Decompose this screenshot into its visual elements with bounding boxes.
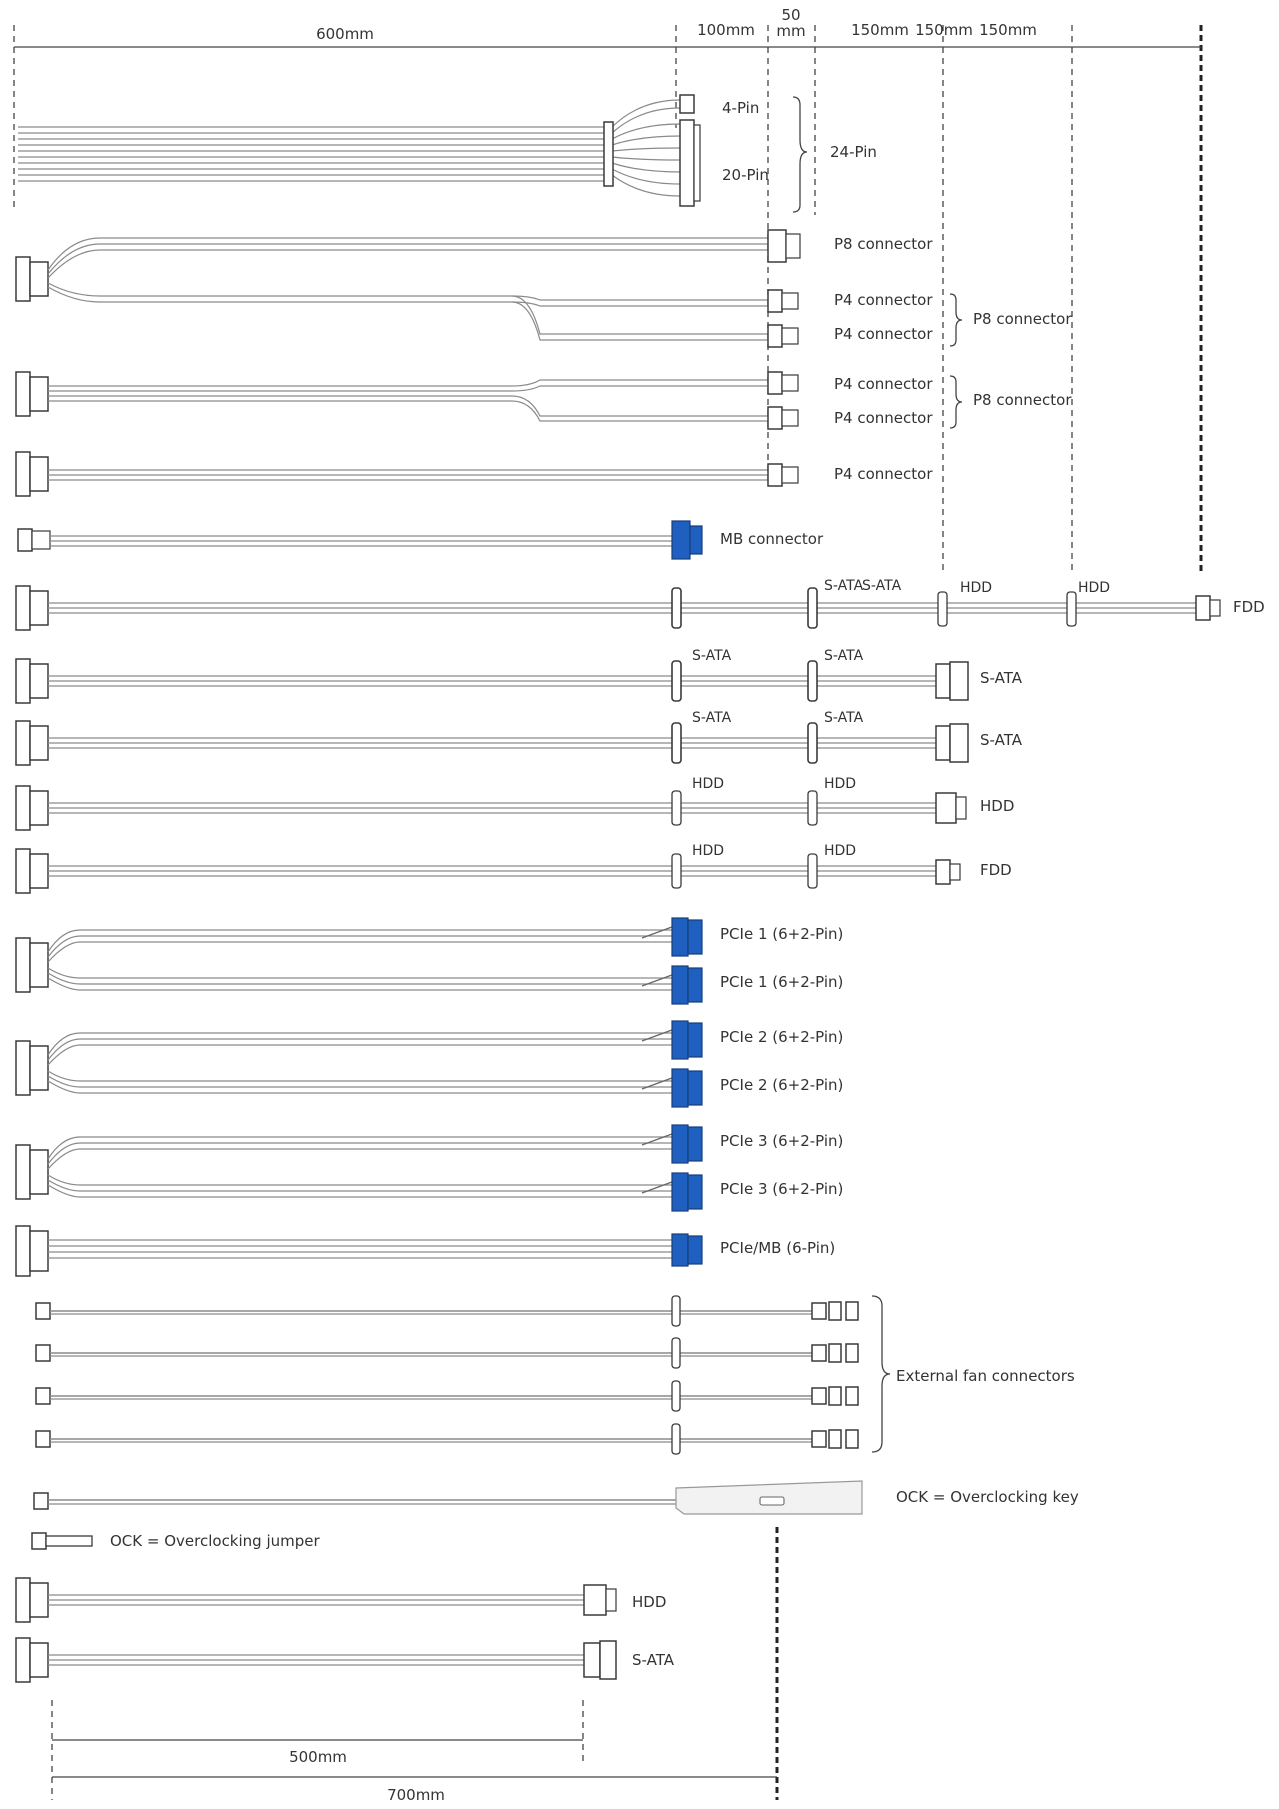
peripheral-cable-1 — [15, 585, 1221, 631]
label-p5-end: FDD — [980, 861, 1012, 879]
cpu-cable-2 — [15, 371, 963, 430]
peripheral-cable-2 — [15, 658, 969, 704]
dim-150-b: 150mm — [915, 21, 973, 39]
label-bottom-hdd: HDD — [632, 1593, 666, 1611]
label-p1-c3: HDD — [960, 580, 992, 596]
cpu-cable-1 — [15, 229, 963, 348]
label-mb-connector: MB connector — [720, 530, 824, 548]
label-pcie-3b: PCIe 3 (6+2-Pin) — [720, 1180, 843, 1198]
label-p8-group-b: P8 connector — [973, 391, 1072, 409]
peripheral-cable-3 — [15, 720, 969, 766]
label-pcie-mb-6pin: PCIe/MB (6-Pin) — [720, 1239, 835, 1257]
label-p1-c1: S-ATA — [824, 578, 864, 594]
label-4pin: 4-Pin — [722, 99, 759, 117]
label-pcie-1a: PCIe 1 (6+2-Pin) — [720, 925, 843, 943]
label-pcie-1b: PCIe 1 (6+2-Pin) — [720, 973, 843, 991]
pcie-cable-1 — [15, 917, 703, 1005]
label-p2-c2: S-ATA — [824, 648, 864, 664]
label-p4-d: P4 connector — [834, 409, 933, 427]
peripheral-cable-5 — [15, 848, 961, 894]
dim-500: 500mm — [289, 1748, 347, 1766]
label-p3-end: S-ATA — [980, 731, 1023, 749]
peripheral-cable-4 — [15, 785, 967, 831]
cpu-cable-3 — [15, 451, 799, 497]
atx-24pin-cable — [18, 94, 808, 213]
label-24pin: 24-Pin — [830, 143, 877, 161]
label-p3-c1: S-ATA — [692, 710, 732, 726]
label-p8-cpu1: P8 connector — [834, 235, 933, 253]
label-p4row-c1: HDD — [692, 776, 724, 792]
dim-700: 700mm — [387, 1786, 445, 1804]
dim-50-bottom: mm — [776, 22, 805, 40]
label-pcie-3a: PCIe 3 (6+2-Pin) — [720, 1132, 843, 1150]
ock-cable — [33, 1480, 863, 1515]
pcie-cable-3 — [15, 1124, 703, 1212]
dim-600: 600mm — [316, 25, 374, 43]
label-fan-connectors: External fan connectors — [896, 1367, 1075, 1385]
label-p3-c2: S-ATA — [824, 710, 864, 726]
label-p1-c4: HDD — [1078, 580, 1110, 596]
dim-150-c: 150mm — [979, 21, 1037, 39]
bottom-dimension-lines — [52, 1739, 777, 1778]
label-ock-jumper: OCK = Overclocking jumper — [110, 1532, 320, 1550]
pcie-mb-6pin-cable — [15, 1225, 703, 1277]
label-p4row-c2: HDD — [824, 776, 856, 792]
label-p5-c1: HDD — [692, 843, 724, 859]
bottom-cable-sata — [15, 1637, 617, 1683]
pcie-cable-2 — [15, 1020, 703, 1108]
bottom-guide-lines — [51, 1700, 584, 1800]
label-p4-b: P4 connector — [834, 325, 933, 343]
fan-cables — [35, 1295, 891, 1455]
label-bottom-sata: S-ATA — [632, 1651, 675, 1669]
dim-50-top: 50 — [781, 6, 800, 24]
end-guide-lines — [775, 25, 1203, 1800]
label-p8-group-a: P8 connector — [973, 310, 1072, 328]
label-p4row-end: HDD — [980, 797, 1014, 815]
label-p1-end: FDD — [1233, 598, 1265, 616]
label-p4-a: P4 connector — [834, 291, 933, 309]
label-p2-c1: S-ATA — [692, 648, 732, 664]
dim-150-a: 150mm — [851, 21, 909, 39]
ock-jumper — [31, 1532, 93, 1550]
label-pcie-2a: PCIe 2 (6+2-Pin) — [720, 1028, 843, 1046]
mb-cable — [17, 520, 703, 560]
label-ock-key: OCK = Overclocking key — [896, 1488, 1079, 1506]
guide-lines — [13, 25, 1073, 570]
dim-100: 100mm — [697, 21, 755, 39]
label-p1-c2: S-ATA — [862, 578, 902, 594]
bottom-cable-hdd — [15, 1577, 617, 1623]
label-20pin: 20-Pin — [722, 166, 769, 184]
label-p4-c: P4 connector — [834, 375, 933, 393]
label-pcie-2b: PCIe 2 (6+2-Pin) — [720, 1076, 843, 1094]
label-p4-single: P4 connector — [834, 465, 933, 483]
label-p5-c2: HDD — [824, 843, 856, 859]
label-p2-end: S-ATA — [980, 669, 1023, 687]
